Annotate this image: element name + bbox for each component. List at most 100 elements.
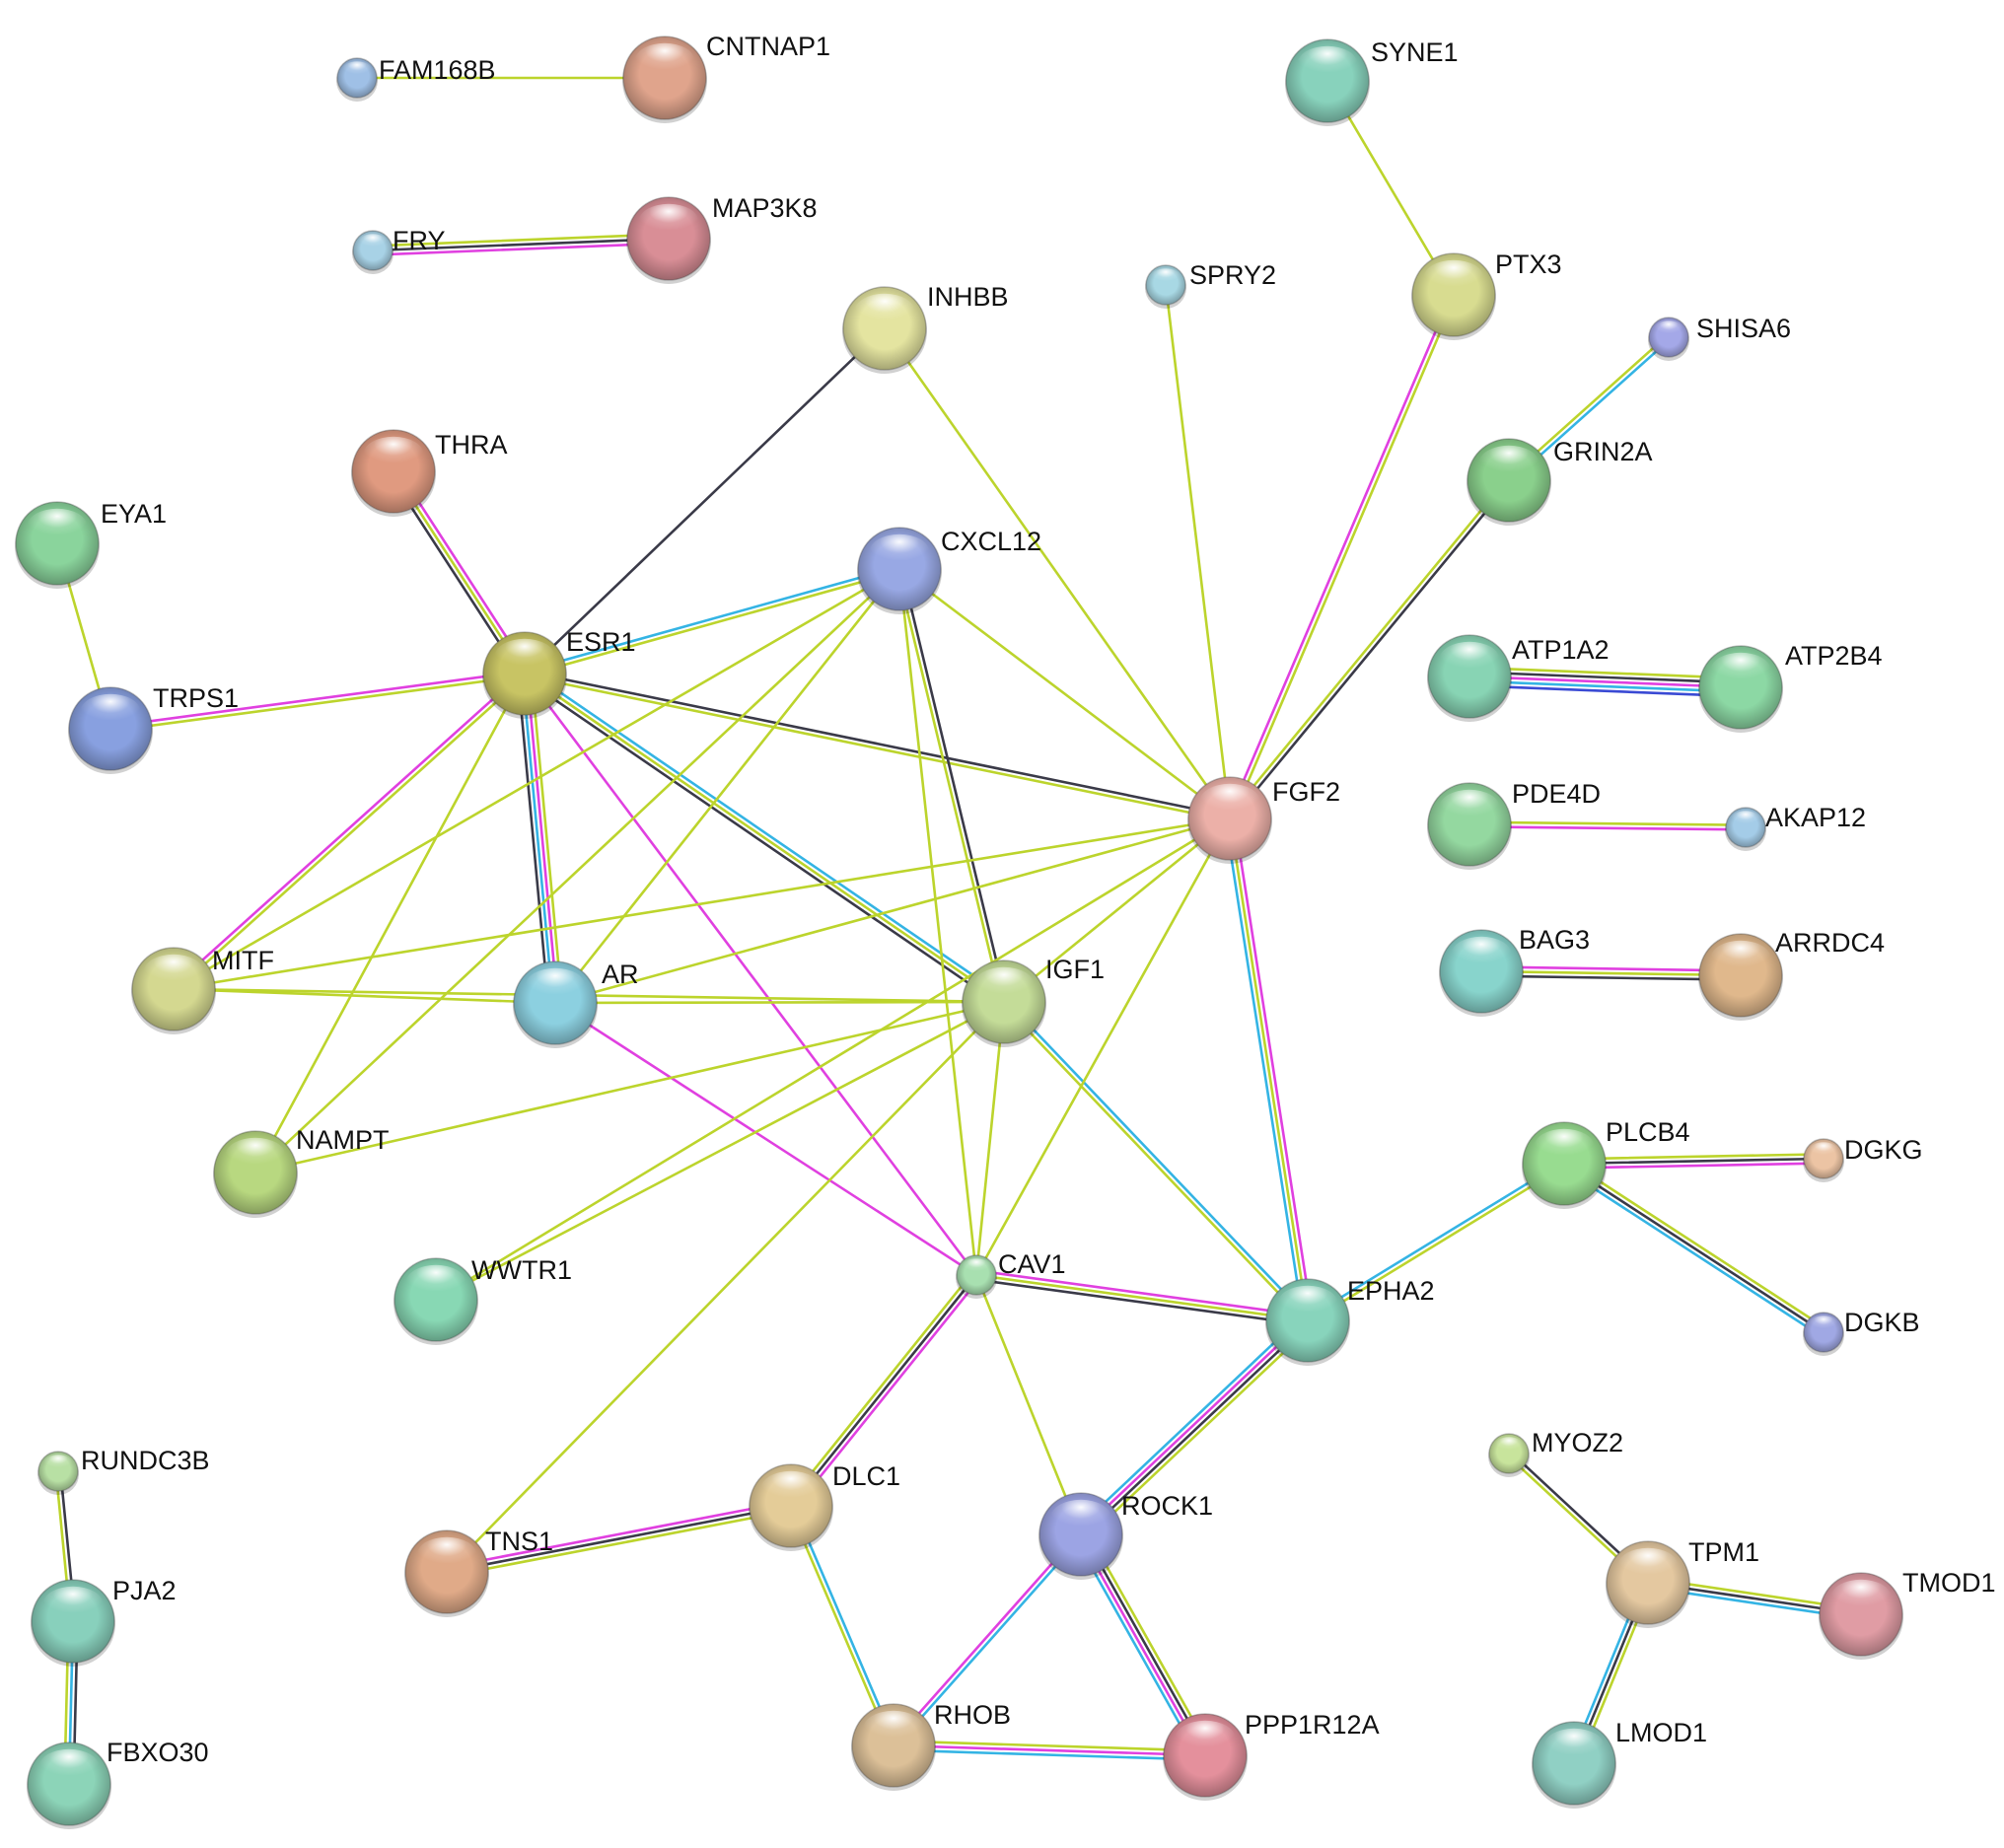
node-cav1[interactable]: CAV1 [956, 1249, 1066, 1299]
node-label: RHOB [934, 1700, 1011, 1730]
node-tpm1[interactable]: TPM1 [1606, 1537, 1759, 1628]
edge-cxcl12-igf1[interactable] [895, 567, 1008, 1004]
edge-cxcl12-cav1[interactable] [897, 567, 978, 1277]
edge-cxcl12-ar[interactable] [553, 567, 901, 1005]
node-rundc3b[interactable]: RUNDC3B [37, 1446, 210, 1495]
edge-fry-map3k8[interactable] [371, 233, 671, 256]
node-atp2b4[interactable]: ATP2B4 [1698, 641, 1883, 733]
node-grin2a[interactable]: GRIN2A [1467, 437, 1653, 526]
node-eya1[interactable]: EYA1 [15, 499, 167, 589]
edge-evidence-coexpression [1479, 974, 1743, 981]
node-map3k8[interactable]: MAP3K8 [626, 193, 818, 284]
node-fbxo30[interactable]: FBXO30 [27, 1738, 209, 1829]
edge-esr1-ar[interactable] [516, 672, 564, 1005]
node-tns1[interactable]: TNS1 [404, 1527, 553, 1617]
edge-igf1-tns1[interactable] [445, 1000, 1006, 1574]
node-tmod1[interactable]: TMOD1 [1819, 1568, 1996, 1660]
edge-trps1-esr1[interactable] [108, 670, 527, 733]
edge-plcb4-dgkg[interactable] [1562, 1153, 1825, 1170]
node-shisa6[interactable]: SHISA6 [1648, 314, 1791, 361]
node-ar[interactable]: AR [513, 960, 639, 1048]
edge-esr1-nampt[interactable] [253, 672, 527, 1174]
edge-esr1-igf1[interactable] [521, 668, 1008, 1008]
node-wwtr1[interactable]: WWTR1 [394, 1255, 572, 1345]
node-epha2[interactable]: EPHA2 [1265, 1276, 1435, 1366]
edge-rock1-ppp1r12a[interactable] [1073, 1529, 1213, 1760]
edge-atp1a2-atp2b4[interactable] [1467, 666, 1743, 698]
node-myoz2[interactable]: MYOZ2 [1488, 1428, 1623, 1477]
node-fgf2[interactable]: FGF2 [1187, 776, 1340, 864]
edge-inhbb-fgf2[interactable] [883, 326, 1232, 820]
edge-mitf-ar[interactable] [172, 987, 557, 1005]
node-dgkb[interactable]: DGKB [1803, 1308, 1920, 1356]
node-esr1[interactable]: ESR1 [482, 627, 636, 719]
edge-esr1-fgf2[interactable] [523, 670, 1232, 822]
edge-cav1-epha2[interactable] [974, 1269, 1310, 1326]
node-ptx3[interactable]: PTX3 [1411, 249, 1562, 340]
node-nampt[interactable]: NAMPT [213, 1125, 390, 1218]
node-label: TNS1 [485, 1527, 553, 1556]
edge-cav1-rock1[interactable] [974, 1273, 1083, 1536]
edge-ptx3-fgf2[interactable] [1226, 292, 1458, 821]
node-label: TMOD1 [1902, 1568, 1996, 1598]
edge-fgf2-epha2[interactable] [1224, 816, 1314, 1323]
edge-esr1-cxcl12[interactable] [523, 565, 901, 677]
edge-esr1-mitf[interactable] [171, 670, 528, 993]
edge-ar-fgf2[interactable] [553, 817, 1232, 1005]
node-dgkg[interactable]: DGKG [1803, 1135, 1923, 1182]
node-rock1[interactable]: ROCK1 [1038, 1491, 1213, 1580]
node-ppp1r12a[interactable]: PPP1R12A [1163, 1710, 1380, 1801]
edge-igf1-wwtr1[interactable] [434, 1000, 1006, 1302]
node-pja2[interactable]: PJA2 [31, 1576, 177, 1667]
edge-evidence-coexpression [974, 1278, 1309, 1326]
node-arrdc4[interactable]: ARRDC4 [1698, 928, 1885, 1021]
edge-fgf2-wwtr1[interactable] [434, 817, 1232, 1302]
node-highlight [1151, 268, 1181, 285]
node-spry2[interactable]: SPRY2 [1145, 260, 1276, 309]
edge-fgf2-cav1[interactable] [974, 817, 1232, 1277]
node-dlc1[interactable]: DLC1 [749, 1461, 900, 1551]
edge-plcb4-dgkb[interactable] [1560, 1158, 1827, 1338]
edge-dlc1-tns1[interactable] [444, 1500, 794, 1578]
edge-epha2-plcb4[interactable] [1305, 1160, 1567, 1324]
edge-rock1-rhob[interactable] [890, 1531, 1085, 1748]
node-cntnap1[interactable]: CNTNAP1 [622, 32, 830, 123]
edge-esr1-cav1[interactable] [523, 672, 978, 1277]
node-inhbb[interactable]: INHBB [842, 282, 1009, 374]
node-cxcl12[interactable]: CXCL12 [857, 527, 1041, 614]
node-mitf[interactable]: MITF [131, 946, 274, 1034]
edge-igf1-cav1[interactable] [974, 1000, 1006, 1277]
edge-cav1-dlc1[interactable] [786, 1270, 981, 1511]
edge-mitf-fgf2[interactable] [172, 817, 1232, 991]
node-thra[interactable]: THRA [351, 429, 508, 517]
edge-cxcl12-mitf[interactable] [172, 567, 901, 991]
edge-rhob-ppp1r12a[interactable] [892, 1740, 1207, 1761]
edge-epha2-rock1[interactable] [1074, 1314, 1315, 1541]
node-fam168b[interactable]: FAM168B [336, 55, 496, 102]
edge-igf1-fgf2[interactable] [1002, 817, 1232, 1004]
node-syne1[interactable]: SYNE1 [1285, 37, 1459, 126]
edge-evidence-textmining [172, 987, 557, 1005]
node-fry[interactable]: FRY [352, 226, 446, 274]
node-pde4d[interactable]: PDE4D [1427, 779, 1601, 870]
edge-grin2a-fgf2[interactable] [1226, 477, 1513, 821]
edge-inhbb-esr1[interactable] [523, 326, 887, 675]
edge-cxcl12-nampt[interactable] [253, 567, 901, 1174]
edge-bag3-arrdc4[interactable] [1479, 965, 1743, 981]
node-akap12[interactable]: AKAP12 [1725, 803, 1866, 851]
node-igf1[interactable]: IGF1 [962, 955, 1105, 1047]
edge-pde4d-akap12[interactable] [1467, 820, 1748, 831]
node-bag3[interactable]: BAG3 [1439, 925, 1590, 1017]
edge-ar-igf1[interactable] [553, 1000, 1006, 1005]
node-trps1[interactable]: TRPS1 [68, 683, 239, 774]
edge-cxcl12-fgf2[interactable] [897, 567, 1232, 820]
edge-ar-cav1[interactable] [553, 1001, 978, 1277]
node-atp1a2[interactable]: ATP1A2 [1427, 634, 1610, 722]
node-highlight [1050, 1499, 1111, 1534]
edge-spry2-fgf2[interactable] [1164, 283, 1232, 820]
node-plcb4[interactable]: PLCB4 [1522, 1117, 1690, 1209]
edge-igf1-epha2[interactable] [1001, 999, 1311, 1323]
edge-dlc1-rhob[interactable] [787, 1503, 897, 1748]
node-rhob[interactable]: RHOB [851, 1700, 1011, 1791]
node-lmod1[interactable]: LMOD1 [1532, 1718, 1707, 1809]
